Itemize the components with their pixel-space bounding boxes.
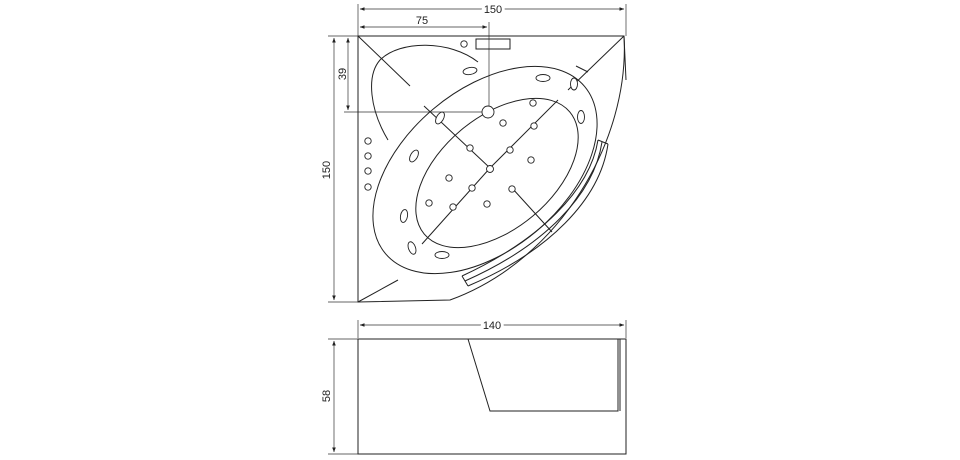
top-view: 150 75 39 150 bbox=[318, 1, 627, 303]
side-body bbox=[357, 338, 627, 455]
wall-jets bbox=[364, 137, 372, 191]
control-knob bbox=[460, 40, 468, 48]
offset-label: 39 bbox=[337, 68, 349, 80]
center-drain bbox=[486, 165, 494, 173]
side-jets bbox=[399, 66, 585, 259]
offset-dimension: 39 bbox=[337, 37, 489, 113]
height-label: 150 bbox=[321, 161, 333, 179]
floor-jets bbox=[425, 99, 538, 211]
outer-basin bbox=[372, 65, 598, 275]
side-panel bbox=[467, 338, 619, 412]
length-dimension: 140 bbox=[357, 317, 627, 338]
side-height-dimension: 58 bbox=[318, 338, 358, 455]
length-label: 140 bbox=[483, 320, 501, 332]
width-dimension: 150 bbox=[357, 1, 627, 36]
tub-edge bbox=[623, 35, 627, 81]
front-apron bbox=[461, 139, 599, 277]
height-dimension: 150 bbox=[318, 35, 358, 303]
width-label: 150 bbox=[484, 4, 502, 16]
side-view: 140 58 bbox=[318, 317, 627, 455]
half-width-label: 75 bbox=[416, 15, 428, 27]
inner-basin bbox=[415, 97, 579, 249]
control-panel bbox=[475, 38, 511, 50]
overflow-drain bbox=[481, 105, 495, 119]
half-width-dimension: 75 bbox=[359, 15, 490, 112]
tub-outline bbox=[357, 35, 625, 303]
headrest bbox=[371, 44, 479, 141]
side-height-label: 58 bbox=[321, 390, 333, 402]
